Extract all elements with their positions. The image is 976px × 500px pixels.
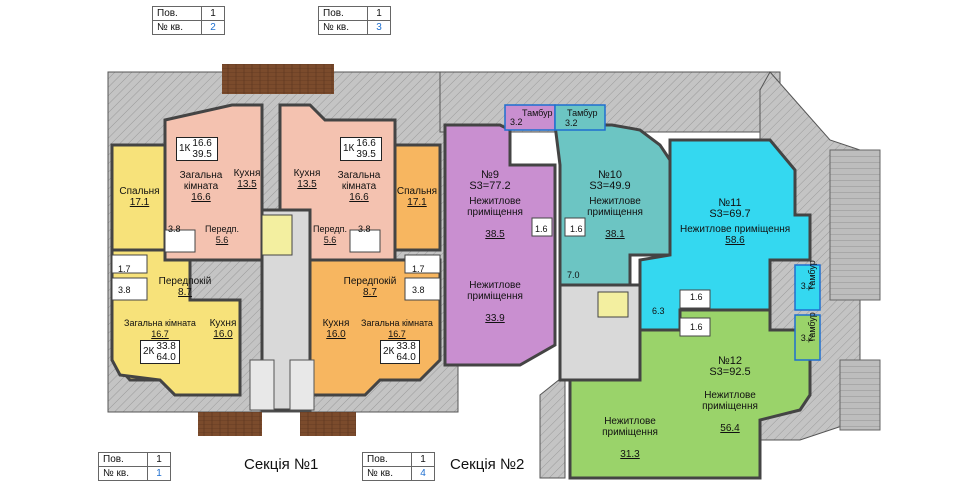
n11-fill (638, 138, 812, 332)
apt3-bedroom (393, 143, 442, 252)
apt1-bath1: 1.7 (118, 264, 131, 274)
tambur-n12 (794, 314, 821, 361)
porch-top (222, 64, 334, 94)
apt2-bath: 3.8 (168, 224, 181, 234)
n11-corridor: 6.3 (652, 306, 665, 316)
apt3-bath: 3.8 (358, 224, 371, 234)
apt4-bath2: 3.8 (412, 285, 425, 295)
n9-fill (443, 123, 557, 367)
apt2-hall-label: Передп.5.6 (205, 224, 239, 245)
stamp-apt3: Пов.1 № кв.3 (318, 6, 391, 35)
section-1-label: Секція №1 (244, 456, 319, 473)
stamp-apt4: Пов.1 № кв.4 (362, 452, 435, 481)
n12-wc: 1.6 (690, 322, 703, 332)
apt1-bath2: 3.8 (118, 285, 131, 295)
tambur-n11 (794, 264, 821, 311)
section-2-label: Секція №2 (450, 456, 525, 473)
n10-wc: 1.6 (570, 224, 583, 234)
porch-bottom-right (300, 412, 356, 436)
n11-wc: 1.6 (690, 292, 703, 302)
n10-tambur-label: Тамбур (567, 108, 598, 118)
stamp-apt1: Пов.1 № кв.1 (98, 452, 171, 481)
n9-wc: 1.6 (535, 224, 548, 234)
porch-bottom-left (198, 412, 262, 436)
tambur-n10 (554, 104, 606, 131)
n10-corridor: 7.0 (567, 270, 580, 280)
n9-tambur-label: Тамбур (522, 108, 553, 118)
n10-tambur-area: 3.2 (565, 118, 578, 128)
apt3-hall-label: Передп.5.6 (313, 224, 347, 245)
stamp-apt2: Пов.1 № кв.2 (152, 6, 225, 35)
apt4-bath1: 1.7 (412, 264, 425, 274)
n9-tambur-area: 3.2 (510, 117, 523, 127)
